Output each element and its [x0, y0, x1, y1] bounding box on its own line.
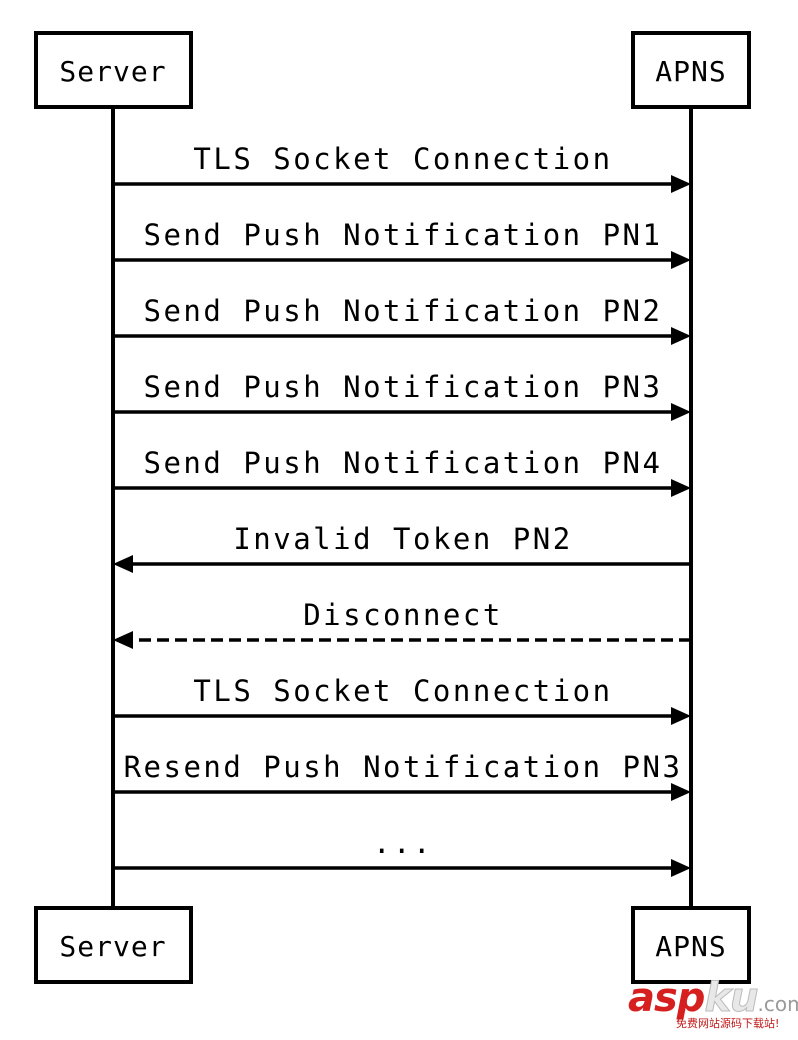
message-label: ... [373, 826, 433, 860]
message-7: Disconnect [113, 598, 691, 649]
message-label: TLS Socket Connection [193, 142, 612, 176]
arrowhead-icon [671, 707, 691, 725]
message-8: TLS Socket Connection [113, 674, 691, 725]
arrowhead-icon [671, 783, 691, 801]
arrowhead-icon [671, 327, 691, 345]
message-label: Send Push Notification PN3 [144, 370, 663, 404]
message-5: Send Push Notification PN4 [113, 446, 691, 497]
message-3: Send Push Notification PN2 [113, 294, 691, 345]
arrowhead-icon [671, 479, 691, 497]
apns-actor-bottom: APNS [631, 906, 751, 984]
watermark-logo: aspku.com 免费网站源码下载站! [628, 978, 798, 1036]
message-label: Disconnect [303, 598, 503, 632]
message-label: Invalid Token PN2 [233, 522, 572, 556]
message-4: Send Push Notification PN3 [113, 370, 691, 421]
message-1: TLS Socket Connection [113, 142, 691, 193]
apns-actor-top-label: APNS [655, 55, 726, 88]
server-actor-bottom: Server [34, 906, 193, 984]
message-label: Send Push Notification PN4 [144, 446, 663, 480]
arrowhead-icon [671, 175, 691, 193]
message-2: Send Push Notification PN1 [113, 218, 691, 269]
arrowhead-icon [671, 251, 691, 269]
server-actor-bottom-label: Server [59, 930, 166, 963]
message-6: Invalid Token PN2 [113, 522, 691, 573]
message-label: Send Push Notification PN1 [144, 218, 663, 252]
message-label: TLS Socket Connection [193, 674, 612, 708]
arrowhead-icon [671, 403, 691, 421]
apns-actor-bottom-label: APNS [655, 930, 726, 963]
arrowhead-icon [113, 631, 133, 649]
message-10: ... [113, 826, 691, 877]
watermark-tagline: 免费网站源码下载站! [676, 1017, 780, 1030]
apns-actor-top: APNS [631, 31, 751, 109]
message-label: Send Push Notification PN2 [144, 294, 663, 328]
watermark-brand: aspku.com [628, 975, 798, 1021]
arrowhead-icon [671, 859, 691, 877]
server-actor-top: Server [34, 31, 193, 109]
arrowhead-icon [113, 555, 133, 573]
server-actor-top-label: Server [59, 55, 166, 88]
message-9: Resend Push Notification PN3 [113, 750, 691, 801]
message-label: Resend Push Notification PN3 [124, 750, 683, 784]
